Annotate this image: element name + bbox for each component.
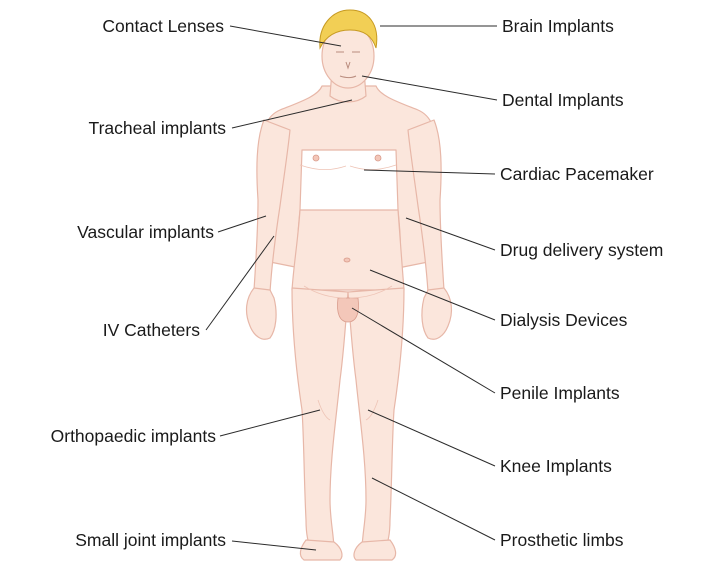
label-drug-delivery: Drug delivery system bbox=[500, 240, 663, 260]
label-knee-implants: Knee Implants bbox=[500, 456, 612, 476]
label-iv-catheters: IV Catheters bbox=[20, 320, 200, 340]
label-orthopaedic-implants: Orthopaedic implants bbox=[4, 426, 216, 446]
human-figure bbox=[247, 24, 452, 560]
left-foot bbox=[300, 540, 342, 560]
left-nipple bbox=[313, 155, 319, 161]
pelvis bbox=[292, 210, 404, 290]
label-brain-implants: Brain Implants bbox=[502, 16, 614, 36]
right-foot bbox=[354, 540, 396, 560]
label-prosthetic-limbs: Prosthetic limbs bbox=[500, 530, 624, 550]
label-penile-implants: Penile Implants bbox=[500, 383, 620, 403]
left-hand bbox=[247, 288, 277, 339]
label-dental-implants: Dental Implants bbox=[502, 90, 624, 110]
left-leg bbox=[292, 288, 348, 550]
right-leg bbox=[348, 288, 404, 550]
right-hand bbox=[422, 288, 452, 339]
label-contact-lenses: Contact Lenses bbox=[20, 16, 224, 36]
navel bbox=[344, 258, 350, 262]
label-cardiac-pacemaker: Cardiac Pacemaker bbox=[500, 164, 654, 184]
label-dialysis-devices: Dialysis Devices bbox=[500, 310, 627, 330]
label-small-joint-implants: Small joint implants bbox=[10, 530, 226, 550]
right-nipple bbox=[375, 155, 381, 161]
label-tracheal-implants: Tracheal implants bbox=[20, 118, 226, 138]
label-vascular-implants: Vascular implants bbox=[10, 222, 214, 242]
